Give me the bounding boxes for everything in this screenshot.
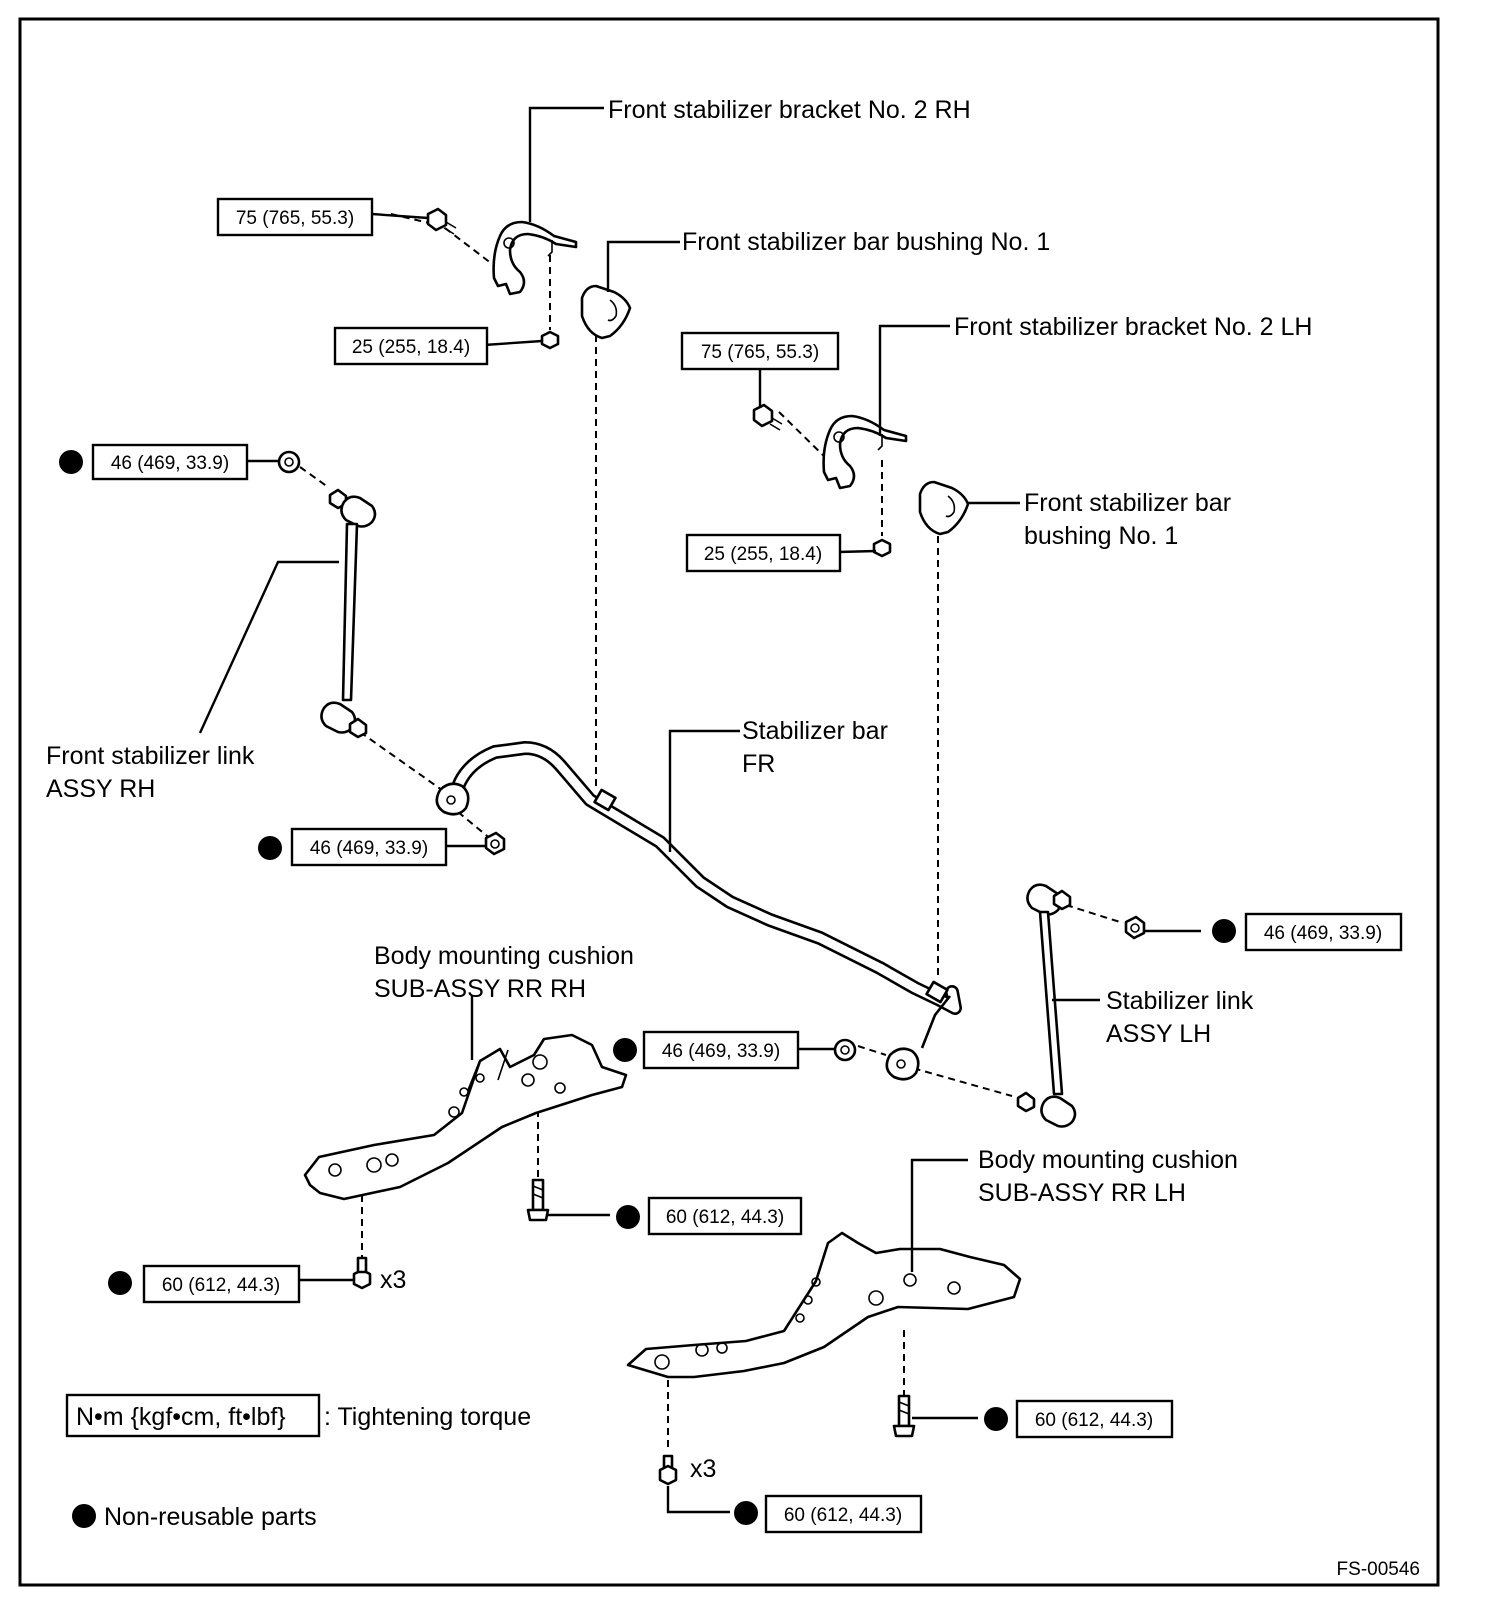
label-link-lh-line1: Stabilizer link: [1106, 987, 1254, 1015]
quantity-lh: x3: [690, 1455, 716, 1483]
legend-nonreusable-text: Non-reusable parts: [104, 1503, 317, 1531]
nonreusable-dot-icon: [108, 1271, 132, 1295]
svg-text:60 (612, 44.3): 60 (612, 44.3): [162, 1275, 280, 1296]
cushion-rh-bolt-icon: [526, 1178, 550, 1222]
cushion-lh-bolt-icon: [892, 1394, 916, 1438]
bracket-lh-nut-icon: [872, 538, 892, 558]
nonreusable-dot-icon: [1212, 919, 1236, 943]
nonreusable-dot-icon: [984, 1407, 1008, 1431]
label-link-lh-line2: ASSY LH: [1106, 1020, 1211, 1048]
bracket-lh-bolt-icon: [752, 403, 783, 431]
svg-text:60 (612, 44.3): 60 (612, 44.3): [1035, 1410, 1153, 1431]
link-rh-lower-nut-icon: [484, 831, 506, 856]
nonreusable-dot-icon: [616, 1205, 640, 1229]
bracket-lh-icon: [822, 414, 908, 490]
torque-cushion-lh-side: 60 (612, 44.3): [984, 1399, 1174, 1439]
torque-link-lh-lower: 46 (469, 33.9): [613, 1030, 800, 1070]
nonreusable-dot-icon: [734, 1501, 758, 1525]
legend-torque-unit: N•m {kgf•cm, ft•lbf}: [76, 1403, 286, 1431]
bushing-lh-icon: [918, 480, 970, 536]
quantity-rh: x3: [380, 1266, 406, 1294]
legend-nonreusable: Non-reusable parts: [72, 1503, 317, 1531]
label-cushion-lh-line2: SUB-ASSY RR LH: [978, 1179, 1186, 1207]
cushion-lh-icon: [626, 1231, 1022, 1379]
figure-id: FS-00546: [1337, 1559, 1420, 1580]
label-bracket-lh: Front stabilizer bracket No. 2 LH: [954, 313, 1312, 341]
label-cushion-rh-line2: SUB-ASSY RR RH: [374, 975, 586, 1003]
bracket-rh-nut-icon: [540, 330, 560, 350]
svg-text:46 (469, 33.9): 46 (469, 33.9): [310, 838, 428, 859]
link-lh-icon: [1016, 883, 1077, 1128]
nonreusable-dot-icon: [59, 450, 83, 474]
label-bracket-rh: Front stabilizer bracket No. 2 RH: [608, 96, 971, 124]
nonreusable-dot-icon: [613, 1038, 637, 1062]
torque-bracket-rh-nut: 25 (255, 18.4): [333, 326, 489, 366]
svg-text:46 (469, 33.9): 46 (469, 33.9): [111, 453, 229, 474]
label-cushion-lh-line1: Body mounting cushion: [978, 1146, 1238, 1174]
svg-text:75 (765, 55.3): 75 (765, 55.3): [236, 208, 354, 229]
link-rh-icon: [320, 488, 377, 739]
bushing-rh-icon: [580, 284, 632, 340]
leader-lines: [198, 106, 1201, 1514]
torque-bracket-lh-bolt: 75 (765, 55.3): [680, 331, 840, 371]
nonreusable-dot-icon: [258, 836, 282, 860]
nonreusable-dot-icon: [72, 1504, 96, 1528]
torque-cushion-rh-bottom: 60 (612, 44.3): [108, 1264, 301, 1304]
cushion-rh-bottom-bolt-icon: [352, 1256, 372, 1290]
link-lh-lower-nut-icon: [833, 1038, 857, 1062]
cushion-rh-icon: [303, 1033, 628, 1201]
torque-link-rh-upper: 46 (469, 33.9): [59, 443, 249, 481]
svg-text:25 (255, 18.4): 25 (255, 18.4): [352, 337, 470, 358]
label-bar-line2: FR: [742, 750, 775, 778]
svg-text:25 (255, 18.4): 25 (255, 18.4): [704, 544, 822, 565]
torque-bracket-rh-bolt: 75 (765, 55.3): [216, 197, 374, 237]
link-rh-upper-nut-icon: [277, 450, 301, 474]
svg-text:46 (469, 33.9): 46 (469, 33.9): [1264, 923, 1382, 944]
torque-link-lh-upper: 46 (469, 33.9): [1212, 912, 1403, 952]
bracket-rh-bolt-icon: [426, 207, 457, 235]
label-bushing-lh-line2: bushing No. 1: [1024, 522, 1178, 550]
assembly-lines: [299, 213, 1121, 1452]
svg-text:60 (612, 44.3): 60 (612, 44.3): [666, 1207, 784, 1228]
bracket-rh-icon: [492, 220, 578, 296]
label-bar-line1: Stabilizer bar: [742, 717, 888, 745]
label-link-rh-line2: ASSY RH: [46, 775, 155, 803]
svg-text:75 (765, 55.3): 75 (765, 55.3): [701, 342, 819, 363]
torque-link-rh-lower: 46 (469, 33.9): [258, 827, 448, 867]
legend-torque-text: : Tightening torque: [324, 1403, 531, 1431]
diagram-frame: [18, 17, 1440, 1587]
torque-bracket-lh-nut: 25 (255, 18.4): [685, 533, 842, 573]
torque-cushion-lh-bottom: 60 (612, 44.3): [734, 1494, 923, 1534]
svg-text:60 (612, 44.3): 60 (612, 44.3): [784, 1505, 902, 1526]
torque-cushion-rh-side: 60 (612, 44.3): [616, 1196, 803, 1236]
label-link-rh-line1: Front stabilizer link: [46, 742, 255, 770]
stabilizer-bar-icon: [435, 741, 962, 1081]
label-bushing-rh: Front stabilizer bar bushing No. 1: [682, 228, 1050, 256]
svg-text:46 (469, 33.9): 46 (469, 33.9): [662, 1041, 780, 1062]
label-bushing-lh-line1: Front stabilizer bar: [1024, 489, 1231, 517]
legend-torque: N•m {kgf•cm, ft•lbf} : Tightening torque: [65, 1393, 531, 1438]
label-cushion-rh-line1: Body mounting cushion: [374, 942, 634, 970]
link-lh-upper-nut-icon: [1124, 915, 1146, 940]
cushion-lh-bottom-bolt-icon: [658, 1454, 678, 1486]
part-labels: Front stabilizer bracket No. 2 RH Front …: [46, 96, 1312, 1207]
